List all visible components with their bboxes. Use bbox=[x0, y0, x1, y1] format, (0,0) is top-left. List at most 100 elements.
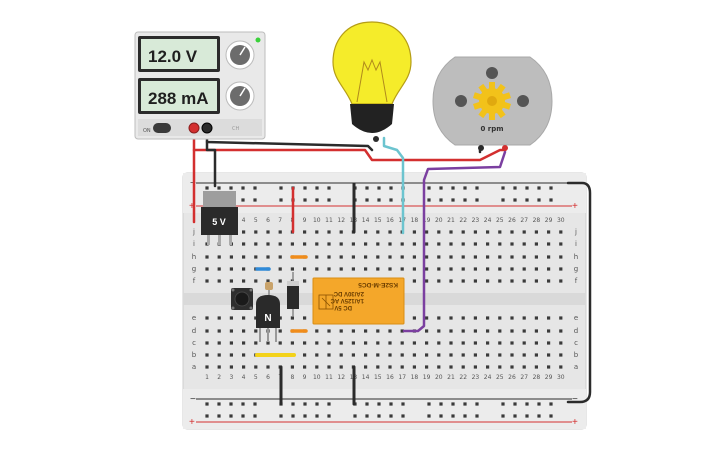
power-switch[interactable] bbox=[153, 123, 171, 133]
motor-terminal-negative[interactable] bbox=[478, 145, 484, 151]
breadboard-hole[interactable] bbox=[451, 414, 455, 418]
breadboard-hole[interactable] bbox=[376, 365, 380, 369]
breadboard-hole[interactable] bbox=[217, 279, 221, 283]
breadboard-hole[interactable] bbox=[534, 365, 538, 369]
positive-terminal[interactable] bbox=[188, 122, 200, 134]
breadboard-hole[interactable] bbox=[229, 186, 233, 190]
breadboard-hole[interactable] bbox=[241, 402, 245, 406]
breadboard-hole[interactable] bbox=[547, 279, 551, 283]
breadboard-hole[interactable] bbox=[559, 341, 563, 345]
breadboard-hole[interactable] bbox=[449, 242, 453, 246]
breadboard-hole[interactable] bbox=[242, 267, 246, 271]
breadboard-hole[interactable] bbox=[291, 402, 295, 406]
wire-black-gnd-link[interactable] bbox=[205, 140, 217, 188]
breadboard-hole[interactable] bbox=[364, 267, 368, 271]
breadboard-hole[interactable] bbox=[412, 267, 416, 271]
breadboard-hole[interactable] bbox=[498, 279, 502, 283]
breadboard-hole[interactable] bbox=[365, 402, 369, 406]
breadboard-hole[interactable] bbox=[510, 353, 514, 357]
breadboard-hole[interactable] bbox=[266, 255, 270, 259]
breadboard-hole[interactable] bbox=[451, 186, 455, 190]
breadboard-hole[interactable] bbox=[461, 316, 465, 320]
breadboard-hole[interactable] bbox=[339, 230, 343, 234]
breadboard-hole[interactable] bbox=[439, 186, 443, 190]
breadboard-hole[interactable] bbox=[339, 267, 343, 271]
breadboard-hole[interactable] bbox=[315, 329, 319, 333]
breadboard-hole[interactable] bbox=[449, 365, 453, 369]
breadboard-hole[interactable] bbox=[534, 329, 538, 333]
breadboard-hole[interactable] bbox=[229, 267, 233, 271]
breadboard-hole[interactable] bbox=[400, 353, 404, 357]
breadboard-hole[interactable] bbox=[205, 341, 209, 345]
breadboard-hole[interactable] bbox=[463, 198, 467, 202]
breadboard-hole[interactable] bbox=[547, 329, 551, 333]
breadboard-hole[interactable] bbox=[365, 198, 369, 202]
breadboard-hole[interactable] bbox=[449, 255, 453, 259]
breadboard-hole[interactable] bbox=[290, 316, 294, 320]
breadboard-hole[interactable] bbox=[278, 242, 282, 246]
breadboard-hole[interactable] bbox=[473, 329, 477, 333]
breadboard-hole[interactable] bbox=[217, 255, 221, 259]
breadboard-hole[interactable] bbox=[205, 279, 209, 283]
breadboard-hole[interactable] bbox=[461, 267, 465, 271]
breadboard-hole[interactable] bbox=[559, 279, 563, 283]
breadboard-hole[interactable] bbox=[461, 242, 465, 246]
breadboard-hole[interactable] bbox=[498, 230, 502, 234]
breadboard-hole[interactable] bbox=[486, 316, 490, 320]
breadboard-hole[interactable] bbox=[254, 242, 258, 246]
breadboard-hole[interactable] bbox=[253, 186, 257, 190]
breadboard-hole[interactable] bbox=[241, 186, 245, 190]
breadboard-hole[interactable] bbox=[475, 402, 479, 406]
breadboard-hole[interactable] bbox=[559, 255, 563, 259]
breadboard-hole[interactable] bbox=[525, 402, 529, 406]
voltage-knob[interactable] bbox=[225, 40, 255, 70]
breadboard-hole[interactable] bbox=[327, 365, 331, 369]
breadboard-hole[interactable] bbox=[522, 230, 526, 234]
breadboard-hole[interactable] bbox=[534, 255, 538, 259]
breadboard-hole[interactable] bbox=[510, 365, 514, 369]
breadboard-hole[interactable] bbox=[451, 402, 455, 406]
breadboard-hole[interactable] bbox=[303, 267, 307, 271]
breadboard-hole[interactable] bbox=[510, 341, 514, 345]
breadboard-hole[interactable] bbox=[412, 316, 416, 320]
breadboard-hole[interactable] bbox=[290, 341, 294, 345]
breadboard-hole[interactable] bbox=[449, 279, 453, 283]
breadboard-hole[interactable] bbox=[315, 255, 319, 259]
breadboard-hole[interactable] bbox=[278, 329, 282, 333]
breadboard-hole[interactable] bbox=[501, 198, 505, 202]
breadboard-hole[interactable] bbox=[364, 242, 368, 246]
breadboard-hole[interactable] bbox=[451, 198, 455, 202]
breadboard-hole[interactable] bbox=[291, 414, 295, 418]
breadboard-hole[interactable] bbox=[303, 198, 307, 202]
current-knob[interactable] bbox=[225, 81, 255, 111]
breadboard-hole[interactable] bbox=[303, 279, 307, 283]
breadboard-hole[interactable] bbox=[278, 267, 282, 271]
breadboard-hole[interactable] bbox=[486, 242, 490, 246]
breadboard-hole[interactable] bbox=[412, 255, 416, 259]
breadboard-hole[interactable] bbox=[473, 365, 477, 369]
breadboard-hole[interactable] bbox=[278, 255, 282, 259]
breadboard-hole[interactable] bbox=[327, 198, 331, 202]
breadboard-hole[interactable] bbox=[389, 402, 393, 406]
breadboard-hole[interactable] bbox=[534, 279, 538, 283]
breadboard-hole[interactable] bbox=[279, 198, 283, 202]
breadboard-hole[interactable] bbox=[278, 279, 282, 283]
breadboard-hole[interactable] bbox=[549, 198, 553, 202]
breadboard-hole[interactable] bbox=[486, 329, 490, 333]
breadboard-hole[interactable] bbox=[254, 255, 258, 259]
breadboard-hole[interactable] bbox=[463, 402, 467, 406]
diode[interactable] bbox=[287, 272, 299, 316]
breadboard-hole[interactable] bbox=[266, 341, 270, 345]
breadboard-hole[interactable] bbox=[425, 242, 429, 246]
breadboard-hole[interactable] bbox=[437, 316, 441, 320]
breadboard-hole[interactable] bbox=[412, 242, 416, 246]
breadboard-hole[interactable] bbox=[315, 365, 319, 369]
breadboard-hole[interactable] bbox=[229, 279, 233, 283]
breadboard-hole[interactable] bbox=[425, 230, 429, 234]
breadboard-hole[interactable] bbox=[229, 329, 233, 333]
breadboard-hole[interactable] bbox=[522, 341, 526, 345]
breadboard-hole[interactable] bbox=[425, 255, 429, 259]
breadboard-hole[interactable] bbox=[486, 341, 490, 345]
breadboard-hole[interactable] bbox=[412, 230, 416, 234]
breadboard-hole[interactable] bbox=[547, 230, 551, 234]
